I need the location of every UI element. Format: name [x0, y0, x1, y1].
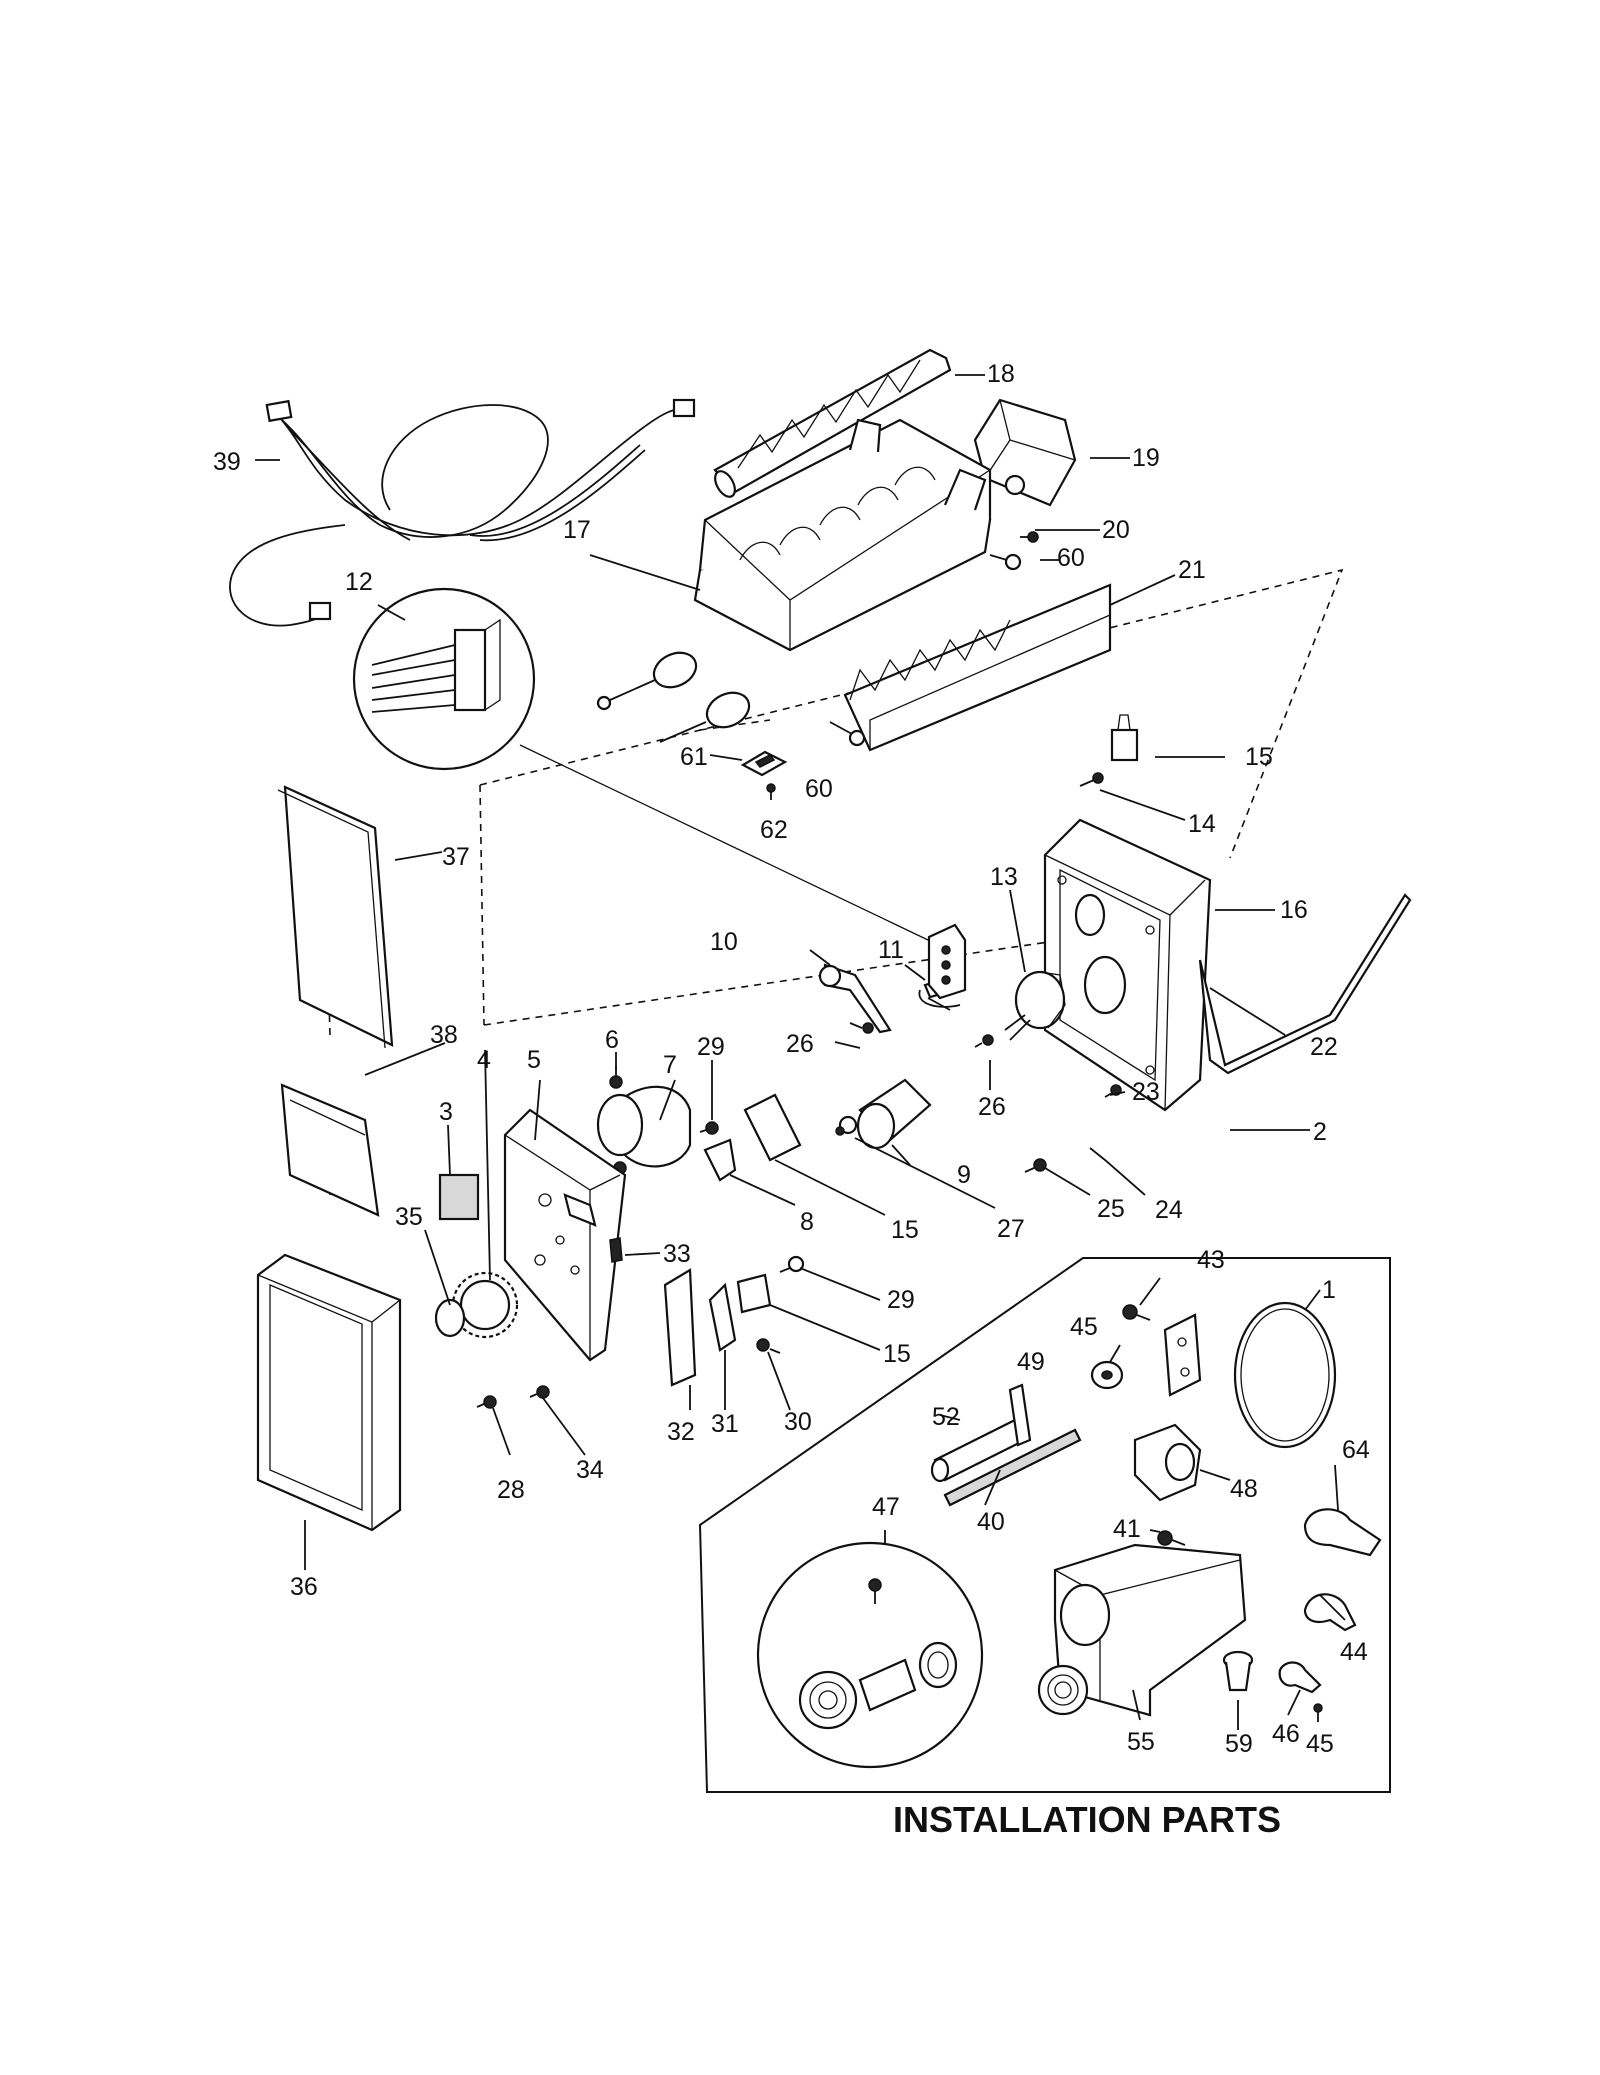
callout-7: 7	[663, 1051, 677, 1079]
callout-22: 22	[1310, 1033, 1338, 1061]
screws-group	[609, 1022, 1122, 1173]
callout-40: 40	[977, 1508, 1005, 1536]
gear-group	[434, 1173, 519, 1339]
callout-26-left: 26	[786, 1030, 814, 1058]
callout-19: 19	[1132, 444, 1160, 472]
callout-60-upper: 60	[1057, 544, 1085, 572]
callout-39: 39	[213, 448, 241, 476]
callout-32: 32	[667, 1418, 695, 1446]
ice-mold-part	[596, 418, 992, 743]
callout-20: 20	[1102, 516, 1130, 544]
installation-parts-box	[698, 1257, 1391, 1793]
callout-21: 21	[1178, 556, 1206, 584]
callout-10: 10	[710, 928, 738, 956]
callout-30: 30	[784, 1408, 812, 1436]
callout-59: 59	[1225, 1730, 1253, 1758]
callout-48: 48	[1230, 1475, 1258, 1503]
callout-26-right: 26	[978, 1093, 1006, 1121]
callout-44: 44	[1340, 1638, 1368, 1666]
callout-45-lower: 45	[1306, 1730, 1334, 1758]
wire-harness-part	[229, 398, 696, 627]
callout-28: 28	[497, 1476, 525, 1504]
callout-12: 12	[345, 568, 373, 596]
bracket-small-part	[740, 531, 1039, 800]
motor-housing-part	[1043, 818, 1212, 1112]
callout-49: 49	[1017, 1348, 1045, 1376]
callout-38: 38	[430, 1021, 458, 1049]
callout-62: 62	[760, 816, 788, 844]
callout-31: 31	[711, 1410, 739, 1438]
callout-64: 64	[1342, 1436, 1370, 1464]
callout-1: 1	[1322, 1276, 1336, 1304]
callout-4: 4	[477, 1046, 491, 1074]
callout-3: 3	[439, 1098, 453, 1126]
connector-inset-part	[352, 587, 536, 771]
callout-15-bottom: 15	[883, 1340, 911, 1368]
manuals-group	[256, 785, 402, 1532]
callout-18: 18	[987, 360, 1015, 388]
lower-parts-group	[476, 1255, 805, 1409]
thermostat-switch-part	[1079, 714, 1139, 787]
callout-11: 11	[878, 936, 904, 964]
callout-24: 24	[1155, 1196, 1183, 1224]
callout-25: 25	[1097, 1195, 1125, 1223]
callout-55: 55	[1127, 1728, 1155, 1756]
callout-37: 37	[442, 843, 470, 871]
callout-52: 52	[932, 1403, 960, 1431]
ejector-blade-part	[713, 348, 952, 498]
callout-41: 41	[1113, 1515, 1141, 1543]
callout-34: 34	[576, 1456, 604, 1484]
motor-parts-group	[818, 923, 1066, 1041]
callout-6: 6	[605, 1026, 619, 1054]
callout-2: 2	[1313, 1118, 1327, 1146]
installation-parts-caption: INSTALLATION PARTS	[893, 1799, 1281, 1840]
callout-labels: 39 12 17 18 19 20 60 21 61 62 60 15 14 1…	[213, 360, 1370, 1758]
callout-43: 43	[1197, 1246, 1225, 1274]
callout-47: 47	[872, 1493, 900, 1521]
callout-61: 61	[680, 743, 708, 771]
installation-parts-group	[756, 1301, 1382, 1769]
callout-45-upper: 45	[1070, 1313, 1098, 1341]
callout-15-top: 15	[1245, 743, 1273, 771]
bail-arm-part	[1198, 893, 1412, 1075]
callout-17: 17	[563, 516, 591, 544]
callout-27: 27	[997, 1215, 1025, 1243]
mounting-plate-part	[503, 1108, 627, 1362]
callout-13: 13	[990, 863, 1018, 891]
mold-shroud-part	[843, 583, 1112, 752]
callout-16: 16	[1280, 896, 1308, 924]
callout-29-upper: 29	[697, 1033, 725, 1061]
callout-29-lower: 29	[887, 1286, 915, 1314]
callout-5: 5	[527, 1046, 541, 1074]
connector-leader-line	[519, 744, 929, 941]
callout-36: 36	[290, 1573, 318, 1601]
callout-9: 9	[957, 1161, 971, 1189]
callout-15-middle: 15	[891, 1216, 919, 1244]
leader-lines	[255, 374, 1346, 1730]
callout-35: 35	[395, 1203, 423, 1231]
callout-23: 23	[1132, 1078, 1160, 1106]
callout-60-lower: 60	[805, 775, 833, 803]
callout-33: 33	[663, 1240, 691, 1268]
callout-46: 46	[1272, 1720, 1300, 1748]
callout-8: 8	[800, 1208, 814, 1236]
callout-14: 14	[1188, 810, 1216, 838]
cam-and-switch-group	[596, 1078, 932, 1182]
